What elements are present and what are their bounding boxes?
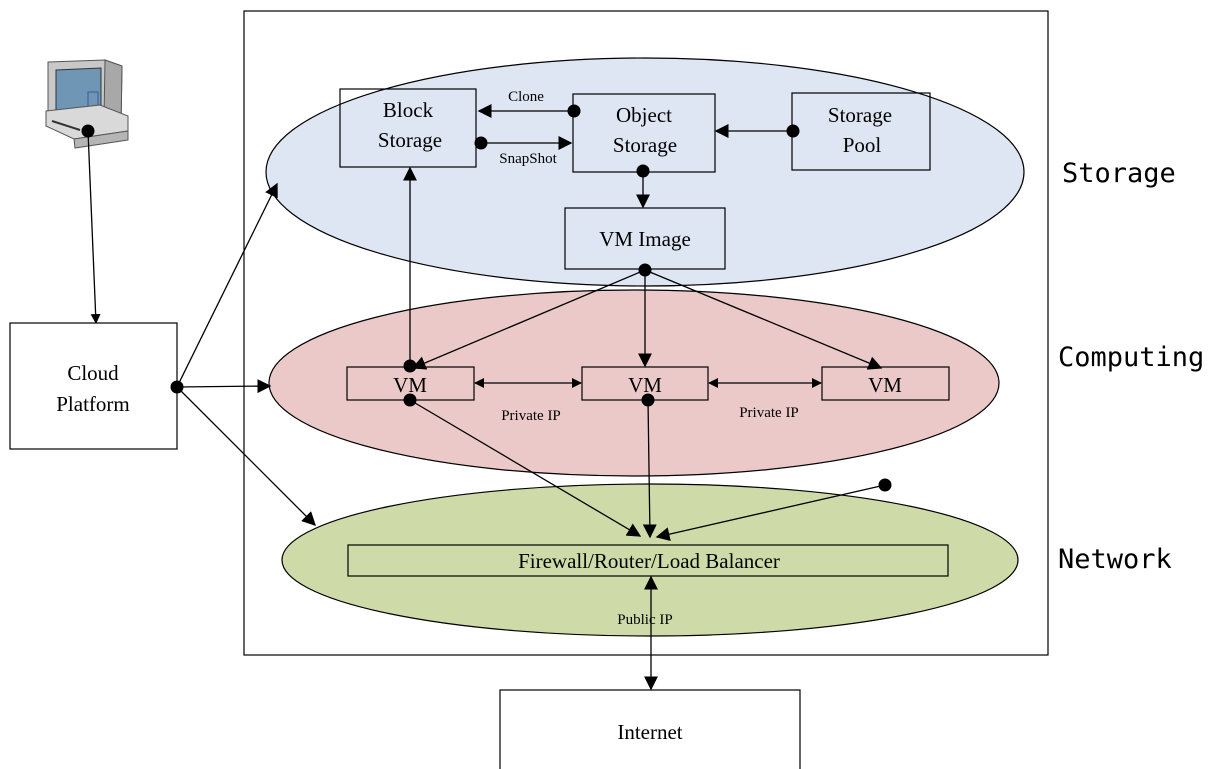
platform-to-network-edge — [176, 386, 316, 526]
connection-dots — [81, 104, 892, 492]
internet-label: Internet — [617, 720, 682, 744]
platform-to-computing-edge — [176, 379, 272, 394]
block-storage-label-line2: Storage — [378, 128, 442, 152]
client-to-platform-edge — [87, 130, 101, 324]
cloud-platform-label-line2: Platform — [56, 392, 130, 416]
object-storage-label-line1: Object — [616, 103, 672, 127]
computing-layer-label: Computing — [1058, 342, 1204, 373]
vm-node-3[interactable]: VM — [821, 366, 950, 401]
block-storage-node[interactable]: Block Storage — [339, 88, 477, 168]
vm-3-label: VM — [868, 373, 902, 397]
snapshot-label: SnapShot — [499, 151, 557, 167]
computer-icon — [45, 59, 129, 149]
firewall-router-label: Firewall/Router/Load Balancer — [518, 549, 780, 573]
private-ip-label-1: Private IP — [501, 408, 561, 424]
vm3-to-firewall-edge — [655, 484, 886, 542]
network-layer-label: Network — [1058, 544, 1172, 575]
private-ip-label-2: Private IP — [739, 405, 799, 421]
cloud-platform-label-line1: Cloud — [67, 361, 119, 385]
clone-label: Clone — [508, 89, 544, 105]
image-to-vm3-edge — [644, 269, 883, 370]
storage-pool-label-line1: Storage — [828, 103, 892, 127]
vm1-to-firewall-edge — [409, 399, 642, 537]
public-ip-label: Public IP — [617, 612, 672, 628]
cloud-platform-node[interactable]: Cloud Platform — [9, 322, 178, 450]
vm2-to-firewall-edge — [642, 399, 657, 539]
storage-pool-label-line2: Pool — [843, 133, 882, 157]
vm-1-label: VM — [393, 373, 427, 397]
vm-image-label: VM Image — [599, 227, 691, 251]
block-storage-label-line1: Block — [383, 98, 434, 122]
storage-layer-label: Storage — [1062, 158, 1176, 189]
vm-2-label: VM — [628, 373, 662, 397]
object-storage-label-line2: Storage — [613, 133, 677, 157]
internet-node[interactable]: Internet — [499, 689, 801, 769]
platform-to-storage-edge — [176, 182, 278, 388]
image-to-vm1-edge — [411, 269, 646, 370]
storage-pool-node[interactable]: Storage Pool — [791, 92, 931, 171]
